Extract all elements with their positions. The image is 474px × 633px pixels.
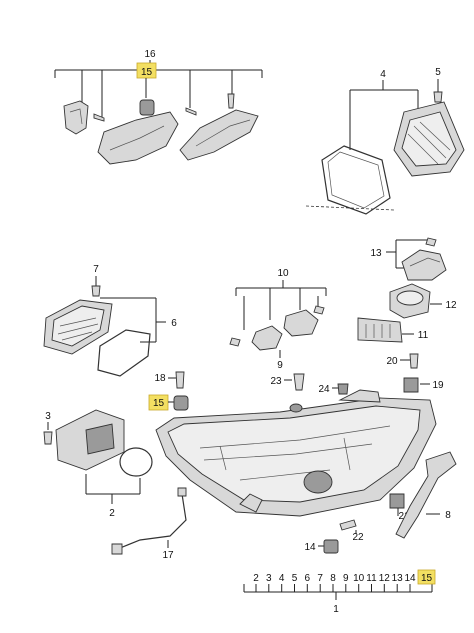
sequence-number[interactable]: 12 <box>379 573 391 584</box>
group-10: 10 9 <box>229 268 327 371</box>
group-17: 17 <box>111 487 187 561</box>
sequence-number[interactable]: 13 <box>392 573 404 584</box>
callout-23[interactable]: 23 <box>270 376 282 387</box>
screw-7 <box>91 285 101 297</box>
callout-19[interactable]: 19 <box>432 380 444 391</box>
sequence-number[interactable]: 6 <box>305 573 311 584</box>
cover-vents-left <box>51 305 105 347</box>
callout-14[interactable]: 14 <box>304 542 316 553</box>
headlight-housing <box>155 389 437 517</box>
leveling-motor <box>283 309 319 337</box>
sequence-number[interactable]: 7 <box>317 573 323 584</box>
cap-14 <box>323 539 339 554</box>
sequence-number[interactable]: 11 <box>366 573 377 584</box>
led-module-lens <box>85 423 115 455</box>
callout-12[interactable]: 12 <box>445 300 457 311</box>
grommet-15-mid <box>173 395 189 411</box>
control-module <box>357 317 403 343</box>
callout-21[interactable]: 21 <box>398 511 410 522</box>
mounting-bracket-left <box>97 111 179 165</box>
screw-bracket <box>185 107 197 116</box>
sequence-number[interactable]: 10 <box>353 573 365 584</box>
callout-16[interactable]: 16 <box>144 49 156 60</box>
screw-23 <box>293 373 305 391</box>
group-2: 3 2 <box>43 409 153 519</box>
callout-9[interactable]: 9 <box>277 360 283 371</box>
projector-lens <box>303 470 333 494</box>
screw-20 <box>409 353 419 369</box>
callout-8[interactable]: 8 <box>445 510 451 521</box>
callout-4[interactable]: 4 <box>380 69 386 80</box>
mounting-bracket-right <box>179 109 259 161</box>
leader-lines-16 <box>81 70 233 118</box>
bracket-line-4 <box>349 80 419 150</box>
screw-vertical <box>227 93 235 109</box>
screw-10 <box>313 305 325 315</box>
highlight-15-bottom <box>417 569 436 585</box>
sequence-number[interactable]: 14 <box>404 573 416 584</box>
small-parts: 18 15 23 24 20 19 <box>148 353 444 411</box>
vent-hose <box>119 493 187 549</box>
bracket-line-6 <box>100 297 166 343</box>
bracket-line-16 <box>54 60 263 78</box>
callout-13[interactable]: 13 <box>370 248 382 259</box>
bracket-line-2 <box>85 474 141 504</box>
callout-20[interactable]: 20 <box>386 356 398 367</box>
group-6: 7 6 <box>43 264 177 377</box>
callout-11[interactable]: 11 <box>418 330 429 341</box>
right-lower-parts: 21 8 22 14 <box>304 451 457 554</box>
callout-6[interactable]: 6 <box>171 318 177 329</box>
mounting-clip <box>63 100 89 135</box>
screw-3 <box>43 431 53 445</box>
callout-15-top[interactable]: 15 <box>141 67 153 78</box>
group-12: 12 <box>389 283 457 319</box>
sequence-number[interactable]: 5 <box>292 573 298 584</box>
callout-1[interactable]: 1 <box>333 604 339 615</box>
callout-15-mid[interactable]: 15 <box>153 398 165 409</box>
sequence-number[interactable]: 4 <box>279 573 285 584</box>
callout-22[interactable]: 22 <box>352 532 364 543</box>
callout-17[interactable]: 17 <box>162 550 174 561</box>
callout-3[interactable]: 3 <box>45 411 51 422</box>
screw-small <box>93 113 105 122</box>
bracket-13 <box>401 249 447 281</box>
screw-13 <box>425 237 437 247</box>
rubber-seal-left <box>97 329 151 377</box>
sequence-number[interactable]: 2 <box>253 573 259 584</box>
group-16: 16 15 <box>54 49 263 165</box>
bracket-line-13 <box>386 239 430 269</box>
sequence-number[interactable]: 3 <box>266 573 272 584</box>
clip-19 <box>403 377 419 393</box>
callout-5[interactable]: 5 <box>435 67 441 78</box>
bracket-line-10 <box>235 280 327 296</box>
callout-15-bottom[interactable]: 15 <box>421 573 433 584</box>
callout-7[interactable]: 7 <box>93 264 99 275</box>
screw-22 <box>339 519 357 531</box>
clip-24 <box>337 383 349 395</box>
screw-5 <box>433 91 443 103</box>
sequence-number[interactable]: 9 <box>343 573 349 584</box>
sequence-number[interactable]: 8 <box>330 573 336 584</box>
callout-18[interactable]: 18 <box>154 373 166 384</box>
o-ring <box>119 447 153 477</box>
callout-2[interactable]: 2 <box>109 508 115 519</box>
group-11: 11 <box>357 317 429 343</box>
group-13: 13 <box>370 237 447 281</box>
grommet-15-top <box>139 99 155 116</box>
callout-10[interactable]: 10 <box>277 268 289 279</box>
group-4: 4 5 <box>305 67 465 215</box>
trim-strip <box>395 451 457 539</box>
callout-24[interactable]: 24 <box>318 384 330 395</box>
actuator <box>251 325 283 351</box>
screw-actuator <box>229 337 241 347</box>
rubber-seal <box>321 145 391 215</box>
screw-18 <box>175 371 185 389</box>
clip-21 <box>389 493 405 509</box>
cover-vents <box>401 111 457 167</box>
bracket-line-1 <box>243 584 433 600</box>
